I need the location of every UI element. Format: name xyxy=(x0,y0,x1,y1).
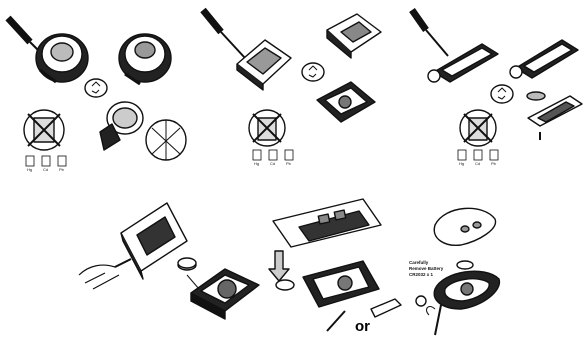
crossed-bin-icon xyxy=(24,110,64,150)
panel-three-button-remote: or xyxy=(255,185,405,338)
battery-icon xyxy=(527,92,545,100)
panel-slim-fob: Hg Cd Pb xyxy=(390,0,583,175)
panel-oval-remote: Carefully Remove Battery CR2032 x 1 xyxy=(405,185,583,338)
remote-open-base xyxy=(303,261,379,307)
remote-open-base xyxy=(191,269,259,319)
bin-label-pb: Pb xyxy=(286,161,292,166)
screwdriver-icon xyxy=(327,311,345,331)
or-label: or xyxy=(355,318,370,335)
remote-top-cover xyxy=(273,199,381,247)
bin-label-pb: Pb xyxy=(491,161,497,166)
slim-fob-left xyxy=(428,44,498,82)
crossed-bin-icon xyxy=(460,110,496,146)
caution-line-2: Remove Battery xyxy=(409,266,444,271)
battery-icon xyxy=(457,261,473,269)
opening-tool xyxy=(371,299,401,317)
opening-tool xyxy=(427,305,441,335)
oval-remote-top xyxy=(434,208,495,245)
bin-label-hg: Hg xyxy=(254,161,259,166)
panel-round-fob: Hg Cd Pb xyxy=(0,0,195,175)
bin-label-pb: Pb xyxy=(59,167,65,172)
caution-line-1: Carefully xyxy=(409,260,429,265)
caution-label: Carefully Remove Battery CR2032 x 1 xyxy=(409,260,444,277)
bin-label-row: Hg Cd Pb xyxy=(458,150,498,166)
arrow-down xyxy=(269,251,289,281)
battery-icon xyxy=(178,258,196,270)
panel-square-fob: Hg Cd Pb xyxy=(195,0,390,175)
exploded-parts xyxy=(100,102,186,160)
caution-line-3: CR2032 x 1 xyxy=(409,272,434,277)
hand-icon xyxy=(79,259,131,289)
recycle-icon xyxy=(302,63,324,81)
bin-label-cd: Cd xyxy=(43,167,48,172)
square-fob-open xyxy=(237,40,291,90)
bin-label-cd: Cd xyxy=(270,161,275,166)
bin-label-row: Hg Cd Pb xyxy=(26,156,66,172)
circuit-strip xyxy=(528,96,582,140)
bin-label-cd: Cd xyxy=(475,161,480,166)
small-battery-icon xyxy=(416,296,426,306)
recycle-icon xyxy=(85,79,107,97)
oval-remote-base xyxy=(434,271,499,309)
bin-label-hg: Hg xyxy=(459,161,464,166)
circuit-board xyxy=(317,82,375,122)
remote-back-cover xyxy=(121,203,187,279)
round-fob-right xyxy=(119,34,171,84)
battery-icon xyxy=(276,280,294,290)
bin-label-hg: Hg xyxy=(27,167,32,172)
crossed-bin-icon xyxy=(249,110,285,146)
screwdriver-icon xyxy=(412,10,448,56)
square-fob-closed xyxy=(327,14,381,58)
screwdriver-icon xyxy=(203,10,245,58)
recycle-icon xyxy=(491,85,513,103)
bin-label-row: Hg Cd Pb xyxy=(253,150,293,166)
panel-hand-remote xyxy=(75,185,275,338)
slim-fob-right xyxy=(510,40,578,78)
round-fob-left xyxy=(36,34,88,82)
